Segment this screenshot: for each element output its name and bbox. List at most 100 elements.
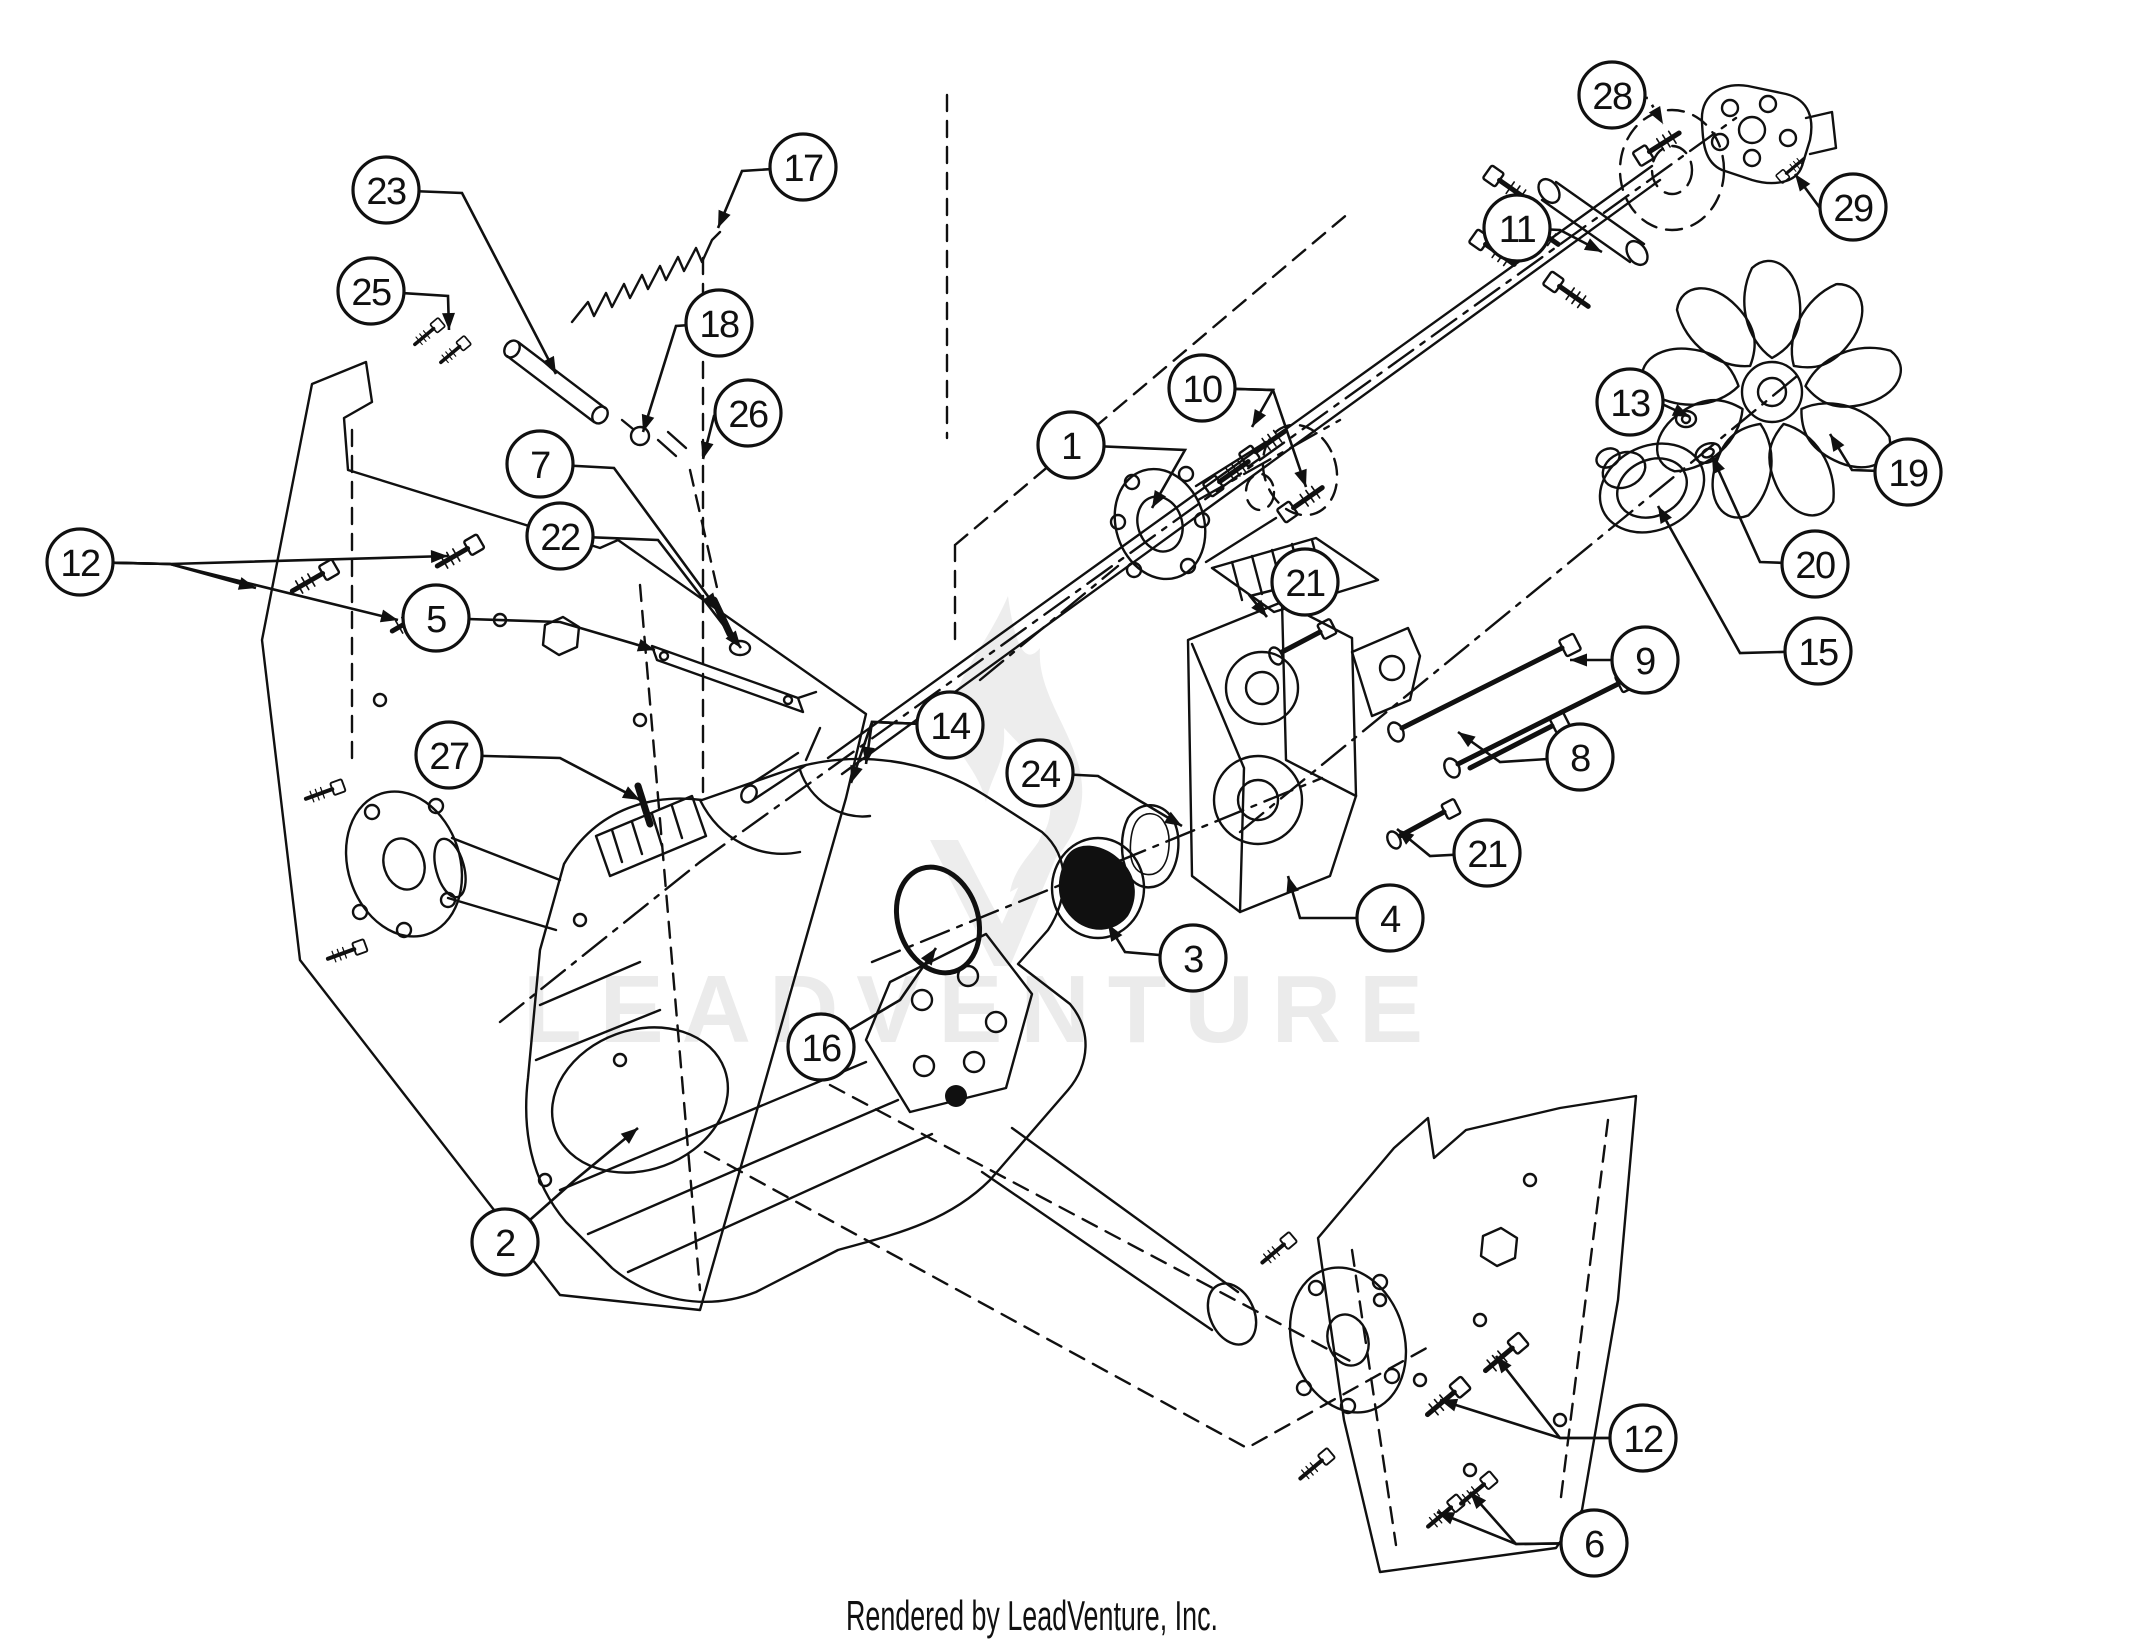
callout-balloon-27: [414, 720, 484, 790]
part-o-ring: [893, 864, 983, 976]
callout-balloon-8: [1545, 722, 1615, 792]
callout-balloon-14: [915, 690, 985, 760]
callout-balloon-7: [505, 429, 575, 499]
leader-arrowhead: [700, 440, 714, 459]
leader-line-5: [435, 616, 656, 652]
callout-number-2: 2: [495, 1223, 515, 1265]
callout-balloon-21: [1452, 818, 1522, 888]
part-left-mounting-plate: [260, 360, 868, 1312]
callout-balloon-29: [1818, 172, 1888, 242]
callout-number-13: 13: [1610, 383, 1650, 425]
leader-arrowhead: [542, 355, 556, 374]
leader-arrowhead: [1252, 409, 1267, 427]
callout-number-9: 9: [1635, 641, 1655, 683]
part-shift-linkage: [503, 339, 822, 828]
callout-number-25: 25: [351, 272, 391, 314]
callout-number-14: 14: [930, 706, 971, 748]
leader-arrowhead: [1570, 653, 1587, 667]
callout-balloon-12: [45, 527, 115, 597]
leader-arrowhead: [1671, 403, 1690, 417]
leader-arrowhead: [1583, 238, 1602, 252]
callout-balloon-25: [336, 256, 406, 326]
callout-balloon-17: [768, 132, 838, 202]
callout-number-5: 5: [426, 599, 446, 641]
leader-arrowhead: [379, 609, 398, 623]
leader-line-27: [448, 753, 641, 802]
part-transaxle-housing: [433, 757, 1258, 1346]
leader-arrowhead: [1795, 174, 1811, 192]
callout-number-16: 16: [801, 1028, 841, 1070]
callout-number-1: 1: [1061, 426, 1081, 468]
part-plate-screws: [288, 315, 1529, 1532]
leader-line-12: [79, 554, 449, 566]
leader-arrowhead: [725, 630, 741, 648]
leader-arrowhead: [850, 764, 863, 783]
callout-balloon-6: [1559, 1508, 1629, 1578]
callout-balloon-10: [1167, 353, 1237, 423]
callout-balloon-20: [1780, 529, 1850, 599]
callout-balloon-23: [351, 155, 421, 225]
callout-number-12: 12: [60, 543, 100, 585]
callout-balloon-28: [1577, 60, 1647, 130]
callout-balloon-12: [1608, 1403, 1678, 1473]
leader-arrowhead: [1496, 1356, 1512, 1374]
leader-arrowhead: [1164, 811, 1182, 826]
leader-arrowhead: [620, 1128, 638, 1144]
callout-number-12: 12: [1623, 1419, 1663, 1461]
part-end-cap: [1632, 83, 1838, 186]
leader-arrowhead: [1470, 1492, 1487, 1510]
callout-balloon-9: [1610, 625, 1680, 695]
leader-arrowhead: [1286, 876, 1299, 895]
callout-number-17: 17: [783, 148, 823, 190]
leader-arrowhead: [861, 746, 875, 764]
callout-balloon-24: [1005, 738, 1075, 808]
part-pulley: [1595, 442, 1706, 534]
callout-number-15: 15: [1798, 632, 1838, 674]
callout-balloons: 1234567891011121213141516171819202121222…: [45, 60, 1943, 1578]
leader-arrowhead: [641, 413, 655, 432]
leader-arrowhead: [1108, 924, 1123, 942]
footer-credit: Rendered by LeadVenture, Inc.: [846, 1592, 1218, 1639]
callout-balloon-1: [1036, 410, 1106, 480]
callout-number-24: 24: [1020, 754, 1061, 796]
callout-number-26: 26: [728, 394, 768, 436]
leader-arrowhead: [1648, 106, 1663, 124]
leader-line-1: [1070, 443, 1188, 509]
part-gasket: [1120, 804, 1180, 889]
leader-arrowhead: [702, 592, 718, 610]
leader-arrowhead: [920, 948, 936, 966]
callout-balloon-18: [684, 288, 754, 358]
callout-number-29: 29: [1833, 188, 1873, 230]
leader-arrowhead: [1437, 1512, 1456, 1525]
callout-balloon-19: [1873, 437, 1943, 507]
leader-arrowhead: [442, 312, 455, 330]
leader-line-23: [385, 188, 558, 375]
leader-arrowhead: [1658, 506, 1672, 525]
part-fan: [1636, 259, 1908, 527]
callout-number-27: 27: [429, 736, 469, 778]
callout-number-20: 20: [1795, 545, 1835, 587]
callout-number-28: 28: [1592, 76, 1632, 118]
callout-number-4: 4: [1380, 899, 1401, 941]
leader-arrowhead: [430, 549, 448, 563]
callout-number-19: 19: [1888, 453, 1928, 495]
callout-balloon-11: [1482, 193, 1552, 263]
callout-balloon-5: [401, 583, 471, 653]
callout-balloon-26: [713, 378, 783, 448]
callout-number-11: 11: [1499, 209, 1536, 251]
part-left-axle-flange: [304, 776, 464, 964]
leader-arrowhead: [1830, 434, 1845, 452]
callout-number-8: 8: [1570, 738, 1590, 780]
leader-arrowhead: [1251, 599, 1267, 617]
callout-number-22: 22: [540, 517, 580, 559]
callout-number-3: 3: [1183, 939, 1203, 981]
callout-number-7: 7: [530, 445, 550, 487]
callout-balloon-13: [1595, 367, 1665, 437]
part-washer: [1694, 441, 1722, 465]
part-spring: [570, 230, 722, 324]
callout-balloon-16: [786, 1012, 856, 1082]
callout-balloon-3: [1158, 923, 1228, 993]
callout-number-21: 21: [1467, 834, 1507, 876]
